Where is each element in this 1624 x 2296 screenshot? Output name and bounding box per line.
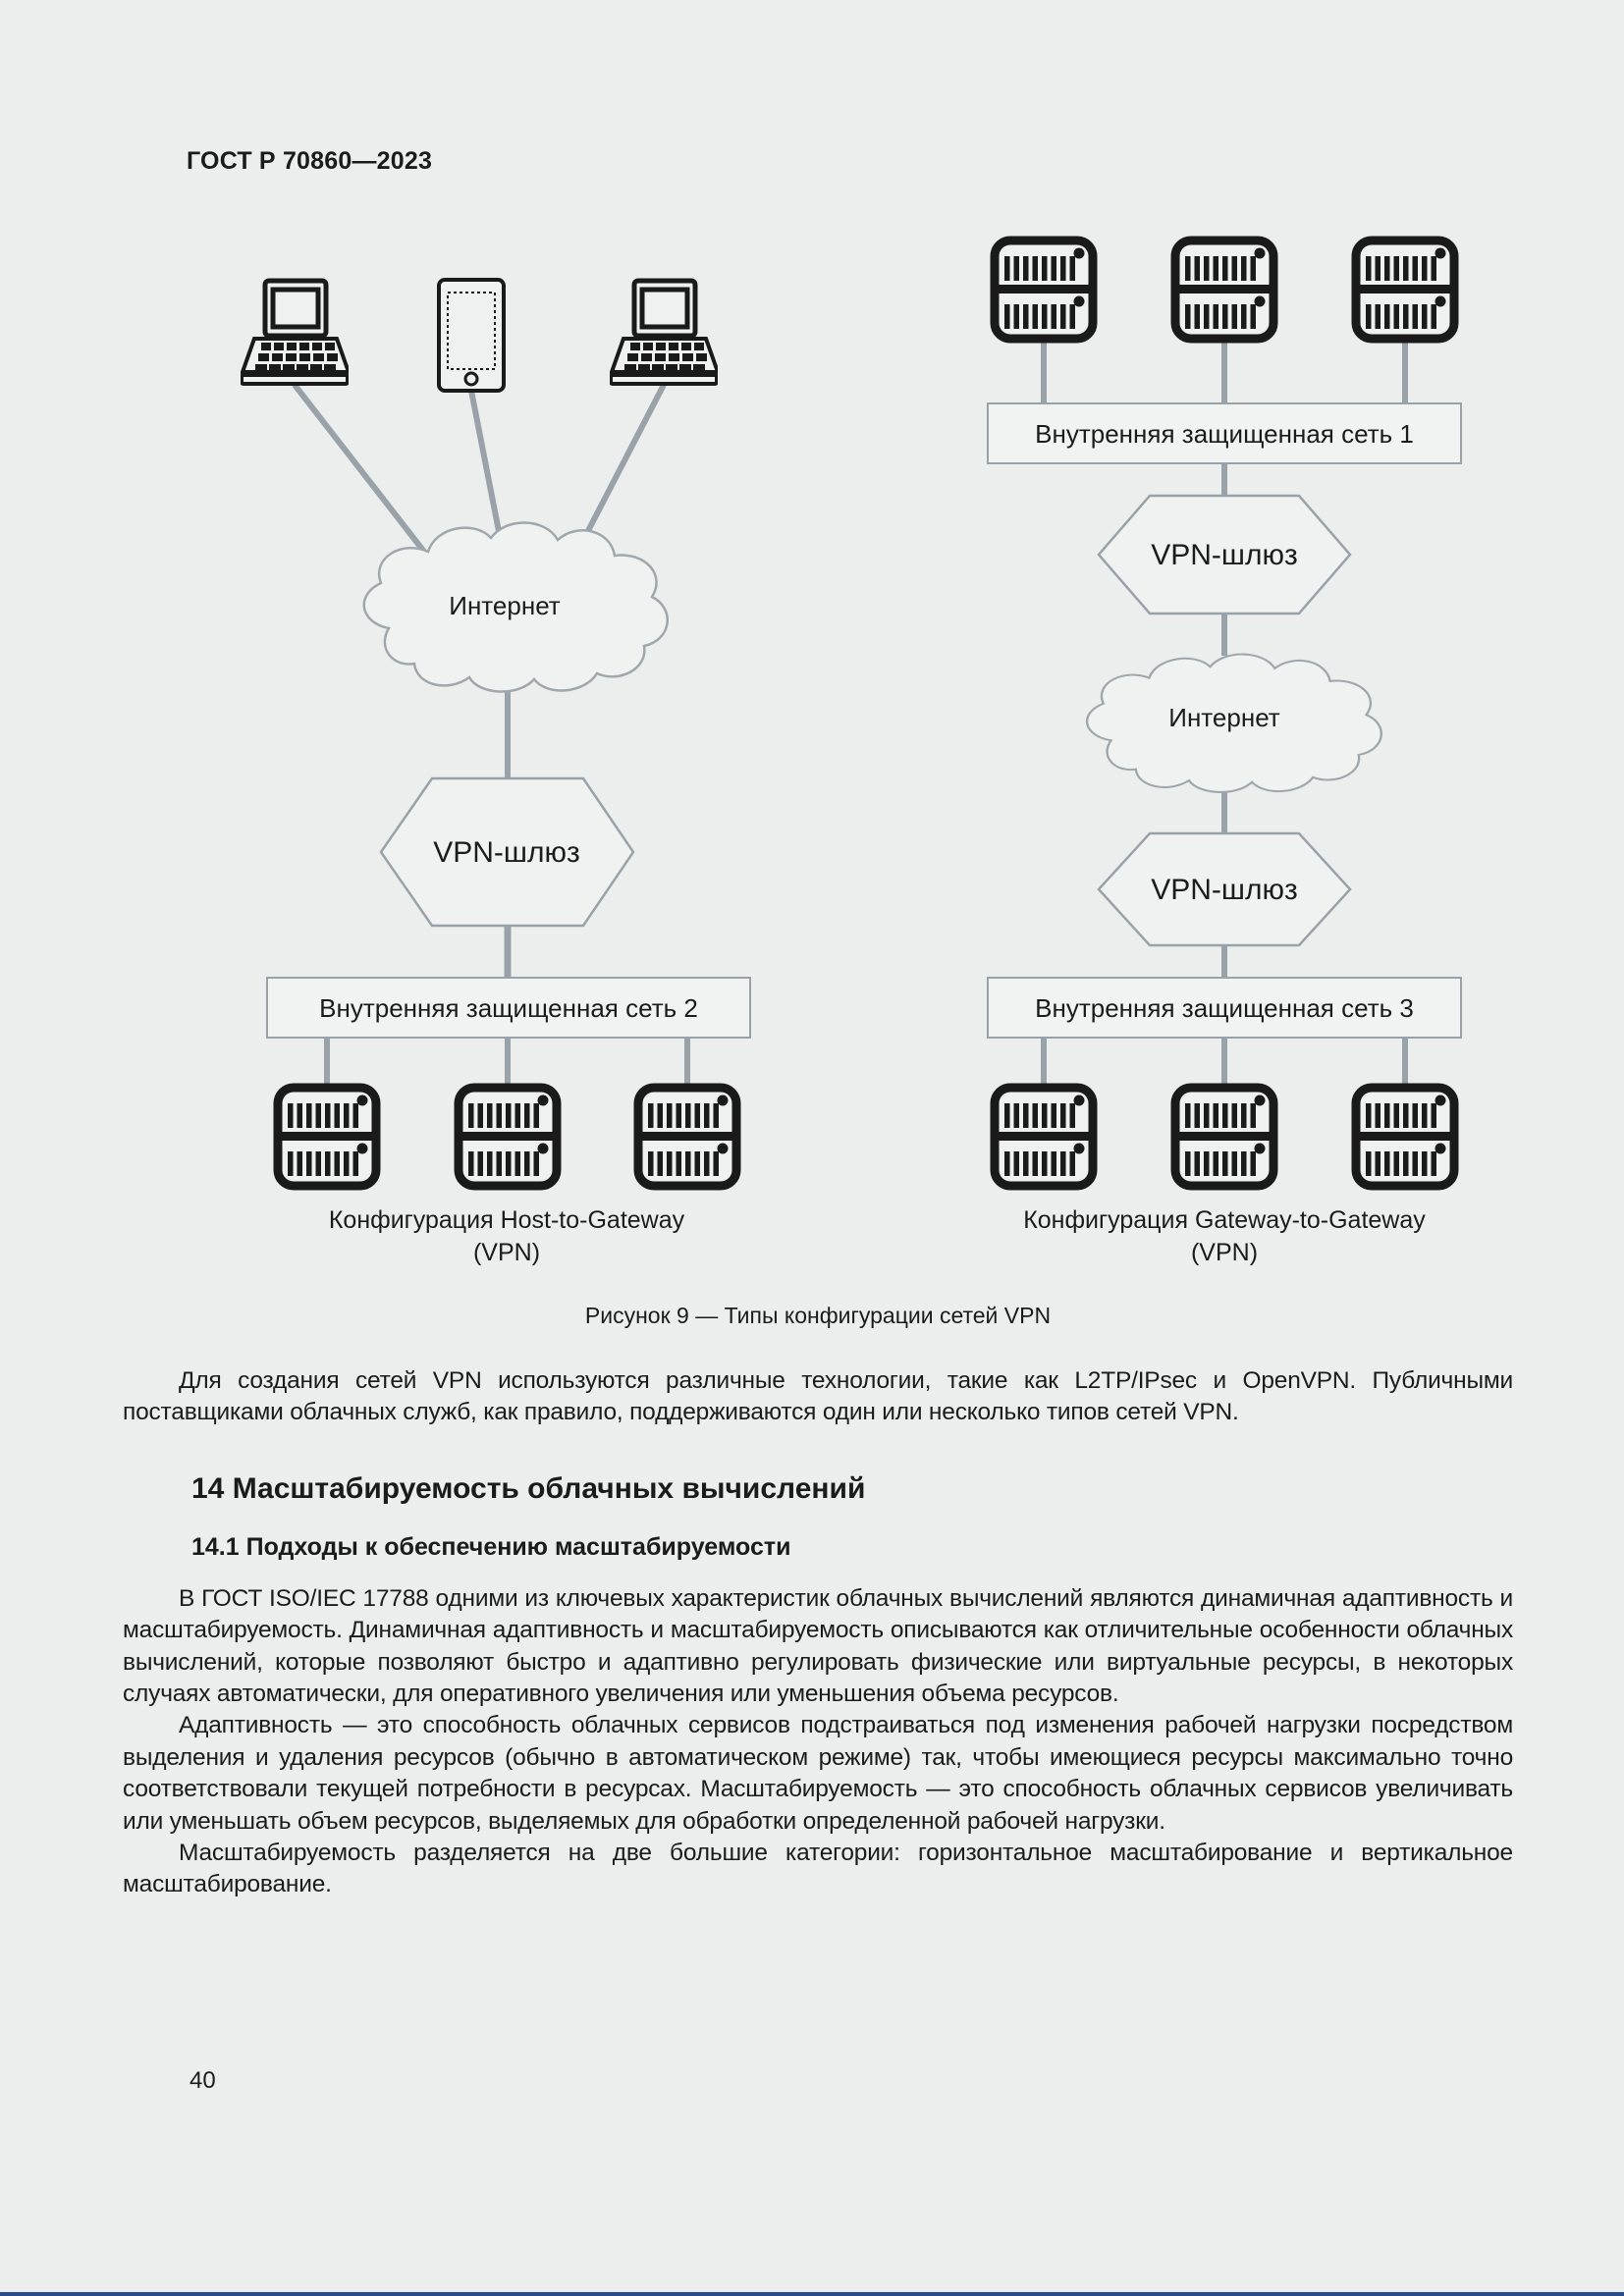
server-icon <box>459 1088 557 1186</box>
vpn-gateway-label: VPN-шлюз <box>433 836 580 869</box>
laptop-icon <box>611 281 718 384</box>
connector-line <box>574 383 667 554</box>
bottom-edge-bar <box>0 2292 1624 2296</box>
internet-cloud-label: Интернет <box>1168 703 1280 732</box>
vpn-gateway-1-label: VPN-шлюз <box>1151 539 1298 571</box>
server-icon <box>1175 1088 1273 1186</box>
vpn-gateway-hexagon <box>379 776 635 928</box>
internal-network-1-box <box>987 402 1462 464</box>
vpn-gateway-hexagon <box>1097 831 1352 947</box>
laptop-icon <box>242 281 349 384</box>
server-icon <box>995 1088 1093 1186</box>
smartphone-icon <box>437 278 506 393</box>
paragraph-scalability-categories: Масштабируемость разделяется на две боль… <box>123 1840 1513 1898</box>
host-to-gateway-caption: Конфигурация Host-to-Gateway <box>329 1206 685 1234</box>
paragraph-gost-iso-iec: В ГОСТ ISO/IEC 17788 одними из ключевых … <box>123 1584 1513 1708</box>
connector-line <box>292 383 427 554</box>
internal-network-2-box <box>266 977 751 1039</box>
gateway-to-gateway-diagram: Внутренняя защищенная сеть 1 VPN-шлюз Ин… <box>987 240 1462 1266</box>
internal-network-1-label: Внутренняя защищенная сеть 1 <box>1035 419 1414 449</box>
server-icon <box>1356 240 1454 339</box>
vpn-figure-svg: Интернет VPN-шлюз Внутренняя защищенная … <box>0 0 1462 1266</box>
connector-lines-left <box>292 383 690 1086</box>
paragraph-vpn-technologies: Для создания сетей VPN используются разл… <box>123 1367 1513 1426</box>
vpn-gateway-2-label: VPN-шлюз <box>1151 874 1298 906</box>
body-text-column: Для создания сетей VPN используются разл… <box>123 1365 1513 1901</box>
vpn-gateway-hexagon <box>1097 494 1352 615</box>
internal-network-3-label: Внутренняя защищенная сеть 3 <box>1035 993 1414 1023</box>
host-to-gateway-caption-vpn: (VPN) <box>473 1239 540 1266</box>
page-number: 40 <box>189 2067 216 2094</box>
document-header: ГОСТ Р 70860—2023 <box>187 147 433 175</box>
server-icon <box>1175 240 1273 339</box>
host-to-gateway-diagram: Интернет VPN-шлюз Внутренняя защищенная … <box>242 278 751 1266</box>
server-icon <box>638 1088 736 1186</box>
server-icon <box>995 240 1093 339</box>
gateway-to-gateway-caption-vpn: (VPN) <box>1191 1239 1258 1266</box>
internet-cloud-label: Интернет <box>449 591 561 620</box>
paragraph-adaptivity: Адаптивность — это способность облачных … <box>123 1712 1513 1835</box>
subsection-heading-14-1: 14.1 Подходы к обеспечению масштабируемо… <box>191 1532 791 1561</box>
server-icon <box>278 1088 376 1186</box>
gateway-to-gateway-caption: Конфигурация Gateway-to-Gateway <box>1023 1206 1426 1234</box>
figure-caption: Рисунок 9 — Типы конфигурации сетей VPN <box>584 1303 1052 1328</box>
server-icon <box>1356 1088 1454 1186</box>
internal-network-2-label: Внутренняя защищенная сеть 2 <box>319 993 698 1023</box>
internal-network-3-box <box>987 977 1462 1039</box>
section-heading-14: 14 Масштабируемость облачных вычислений <box>191 1471 866 1505</box>
